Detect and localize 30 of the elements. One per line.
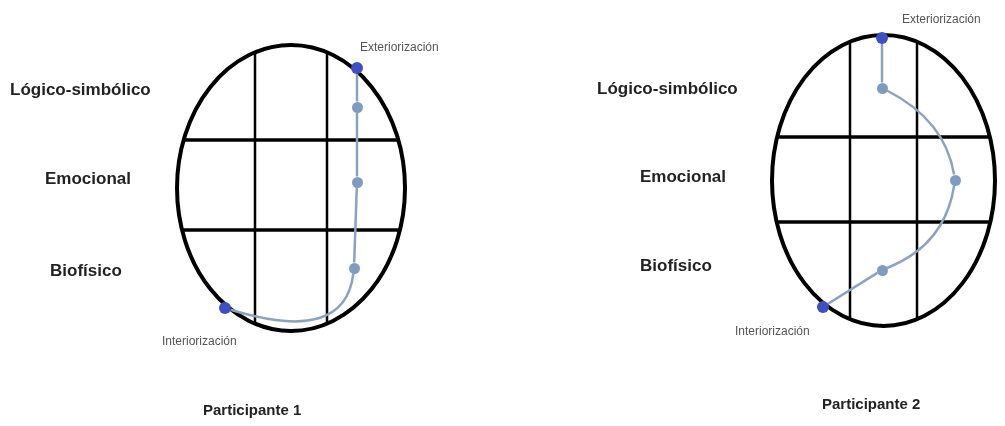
point-marker bbox=[876, 264, 888, 276]
point-marker bbox=[351, 176, 363, 188]
path-line bbox=[355, 112, 359, 177]
row-label: Lógico-simbólico bbox=[10, 80, 151, 100]
path-line bbox=[886, 89, 956, 175]
path-line bbox=[352, 187, 359, 263]
row-label: Biofísico bbox=[50, 261, 122, 281]
path-line bbox=[355, 74, 359, 102]
path-line bbox=[880, 44, 884, 83]
path-line bbox=[886, 185, 956, 270]
row-label: Emocional bbox=[45, 169, 131, 189]
path-line bbox=[827, 271, 878, 305]
point-label: Exteriorización bbox=[902, 12, 981, 26]
point-marker bbox=[219, 302, 231, 314]
row-label: Emocional bbox=[640, 167, 726, 187]
point-label: Interiorización bbox=[162, 334, 237, 348]
point-marker bbox=[351, 62, 363, 74]
point-label: Exteriorización bbox=[360, 40, 439, 54]
point-marker bbox=[817, 301, 829, 313]
point-marker bbox=[876, 32, 888, 44]
point-marker bbox=[351, 101, 363, 113]
point-marker bbox=[876, 82, 888, 94]
ellipse-grid-drawing bbox=[770, 33, 997, 328]
panel-caption: Participante 1 bbox=[203, 401, 302, 418]
row-label: Lógico-simbólico bbox=[597, 79, 738, 99]
point-label: Interiorización bbox=[735, 324, 810, 338]
row-label: Biofísico bbox=[640, 256, 712, 276]
panel-caption: Participante 2 bbox=[822, 395, 921, 412]
point-marker bbox=[949, 174, 961, 186]
point-marker bbox=[348, 262, 360, 274]
